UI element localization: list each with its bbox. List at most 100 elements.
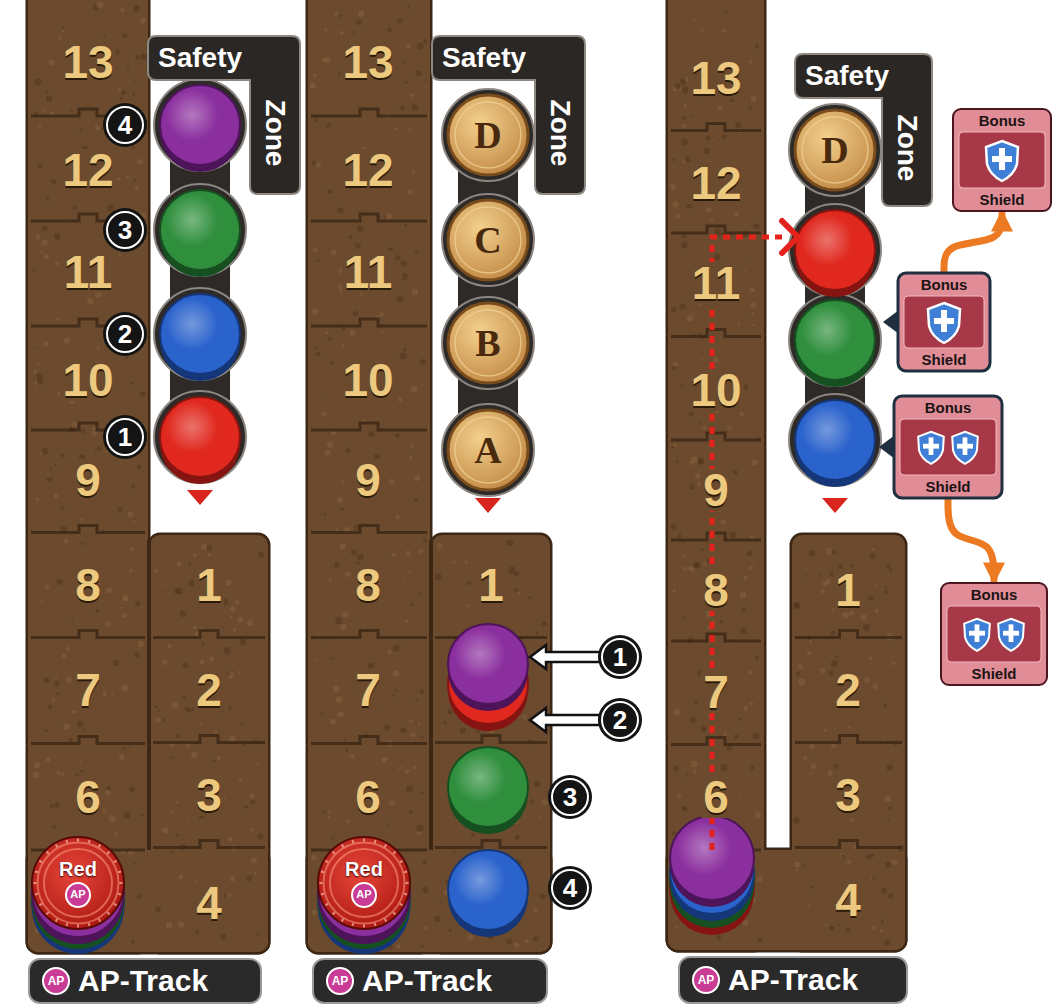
- track-grain: [689, 412, 694, 417]
- track-separator: [435, 736, 547, 743]
- disc-socket: [789, 394, 881, 486]
- track-grain: [239, 778, 243, 782]
- shield-body: [918, 432, 944, 464]
- track-grain: [870, 853, 874, 857]
- token-letter: A: [474, 431, 501, 469]
- badge-fill: [103, 415, 147, 459]
- track-grain: [55, 261, 59, 265]
- track-grain: [133, 179, 136, 182]
- track-grain: [744, 576, 748, 580]
- track-grain: [727, 425, 732, 430]
- track-grain: [528, 596, 531, 599]
- track-grain: [133, 748, 135, 750]
- track-grain: [850, 818, 855, 823]
- track-separator: [153, 631, 265, 638]
- track-grain: [122, 684, 129, 691]
- disc-shine: [801, 214, 853, 266]
- track-grain: [38, 124, 42, 128]
- track-number: 11: [342, 251, 395, 293]
- disc-shine: [326, 851, 386, 911]
- track-grain: [410, 603, 414, 607]
- track-grain: [331, 836, 335, 840]
- track-grain: [135, 844, 137, 846]
- track-grain: [404, 224, 407, 227]
- track-divider: [429, 540, 433, 850]
- track-grain: [397, 18, 402, 23]
- callout-number: 4: [118, 112, 132, 138]
- track-grain: [170, 811, 173, 814]
- track-grain: [48, 704, 52, 708]
- track-grain: [477, 730, 480, 733]
- track-grain: [44, 254, 49, 259]
- track-grain: [330, 361, 333, 364]
- track-grain: [321, 57, 325, 61]
- track-grain: [180, 610, 186, 616]
- disc-face: [160, 397, 240, 477]
- track-grain: [887, 819, 889, 821]
- track-number: 8: [701, 569, 731, 611]
- track-grain: [226, 580, 232, 586]
- track-separator: [795, 631, 902, 638]
- track-grain: [313, 247, 318, 252]
- badge-ring: [552, 870, 588, 906]
- track-grain: [425, 85, 427, 87]
- banner-label: AP-Track: [728, 965, 858, 995]
- track-grain: [883, 737, 885, 739]
- track-separator: [311, 737, 427, 744]
- track-grain: [692, 313, 694, 315]
- track-grain: [672, 589, 676, 593]
- track-grain: [533, 936, 538, 941]
- token-tick: [404, 870, 407, 873]
- track-grain: [227, 671, 234, 678]
- track-grain: [680, 384, 683, 387]
- track-grain: [334, 562, 340, 568]
- bonus-tile: BonusShield: [897, 272, 991, 372]
- track-grain: [405, 81, 408, 84]
- token-tick: [342, 919, 344, 922]
- track-border: [28, 850, 268, 952]
- track-number: 12: [340, 149, 395, 191]
- track-grain: [387, 650, 392, 655]
- callout-number: 4: [563, 875, 577, 901]
- track-grain: [873, 878, 875, 880]
- track-grain: [325, 331, 328, 334]
- track-grain: [40, 250, 43, 253]
- track-grain: [395, 255, 400, 260]
- track-grain: [368, 663, 374, 669]
- track-grain: [40, 600, 42, 602]
- letter-token: B: [446, 301, 530, 385]
- shield-cross: [941, 310, 947, 332]
- track-grain: [247, 620, 253, 626]
- token-tick: [88, 840, 91, 843]
- track-grain: [824, 729, 827, 732]
- track-grain: [341, 508, 344, 511]
- track-grain: [327, 626, 329, 628]
- track-grain: [753, 223, 759, 229]
- track-grain: [393, 645, 400, 652]
- track-grain: [201, 544, 207, 550]
- track-separator: [311, 631, 427, 638]
- tile-label: Shield: [925, 479, 970, 494]
- track-grain: [671, 544, 673, 546]
- track-grain: [672, 446, 675, 449]
- track-grain: [420, 689, 425, 694]
- track-grain: [403, 348, 407, 352]
- track-grain: [316, 162, 321, 167]
- track-grain: [750, 766, 754, 770]
- track-grain: [46, 757, 51, 762]
- track-grain: [228, 706, 231, 709]
- track-grain: [131, 382, 134, 385]
- token-letter: C: [474, 221, 501, 259]
- track-grain: [230, 615, 233, 618]
- tile-pointer: [879, 435, 895, 459]
- track-grain: [396, 944, 400, 948]
- track-grain: [829, 925, 834, 930]
- track-number: 1: [476, 564, 506, 606]
- track-grain: [344, 738, 347, 741]
- track-grain: [324, 28, 327, 31]
- track-grain: [435, 573, 442, 580]
- track-grain: [64, 338, 70, 344]
- track-grain: [122, 613, 127, 618]
- token-tick: [114, 904, 117, 906]
- disc-socket: [442, 297, 534, 389]
